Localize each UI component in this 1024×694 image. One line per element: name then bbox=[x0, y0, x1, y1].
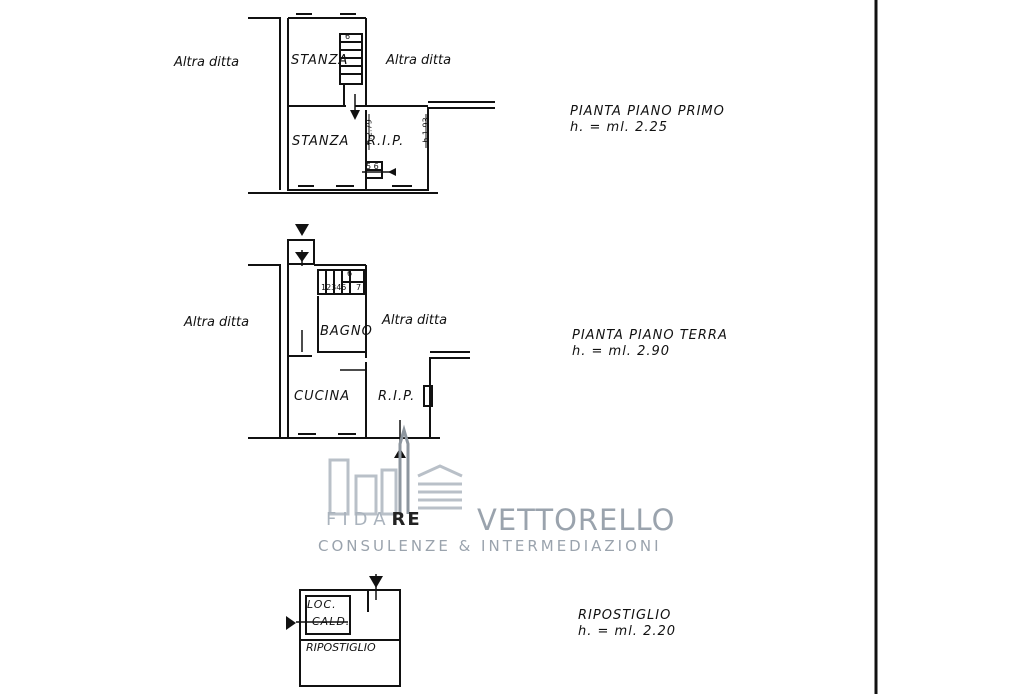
entry-arrow-ripostiglio-left bbox=[286, 616, 296, 630]
room-cucina: CUCINA bbox=[294, 389, 351, 404]
stair-steps-terra: 12345 bbox=[321, 283, 347, 292]
height-piano-primo: h. = ml. 2.25 bbox=[570, 120, 669, 135]
room-ripostiglio: RIPOSTIGLIO bbox=[306, 641, 376, 654]
room-bagno: BAGNO bbox=[320, 324, 373, 339]
entry-arrow-ripostiglio-top bbox=[369, 576, 383, 588]
room-loc: LOC. bbox=[307, 598, 337, 611]
entry-arrow-terra-top bbox=[295, 224, 309, 236]
room-rip-primo: R.I.P. bbox=[367, 134, 405, 149]
entry-arrow-primo bbox=[350, 110, 360, 120]
stair-step-primo: 6 bbox=[345, 32, 351, 41]
neighbor-left-primo: Altra ditta bbox=[174, 55, 240, 70]
stair-step-terra-right: 7 bbox=[356, 283, 362, 292]
watermark-fidare: FIDARE bbox=[326, 509, 422, 530]
stair-step-terra-top: 6 bbox=[347, 269, 353, 278]
stair-step-primo-lower: 5 6 bbox=[366, 162, 379, 171]
plan-primo-walls bbox=[248, 13, 495, 194]
title-ripostiglio: RIPOSTIGLIO bbox=[578, 608, 672, 623]
dimension-b: h.1.93 bbox=[421, 117, 431, 143]
room-rip-terra: R.I.P. bbox=[378, 389, 416, 404]
watermark-tagline: CONSULENZE & INTERMEDIAZIONI bbox=[318, 537, 662, 555]
neighbor-left-terra: Altra ditta bbox=[184, 315, 250, 330]
title-piano-terra: PIANTA PIANO TERRA bbox=[572, 328, 728, 343]
plan-ripostiglio-walls bbox=[299, 589, 401, 687]
room-stanza-upper: STANZA bbox=[291, 53, 349, 68]
dimension-a: h.2.79 bbox=[364, 119, 374, 145]
entry-arrow-primo-rip bbox=[388, 168, 396, 176]
neighbor-right-primo: Altra ditta bbox=[386, 53, 452, 68]
plan-terra-walls bbox=[248, 239, 470, 439]
entry-arrow-terra-main bbox=[295, 252, 309, 262]
watermark-name: VETTORELLO bbox=[477, 503, 676, 537]
room-cald: CALD. bbox=[312, 615, 351, 628]
title-piano-primo: PIANTA PIANO PRIMO bbox=[570, 104, 725, 119]
watermark-logo bbox=[328, 424, 463, 516]
room-stanza-lower: STANZA bbox=[292, 134, 350, 149]
height-piano-terra: h. = ml. 2.90 bbox=[572, 344, 671, 359]
neighbor-right-terra: Altra ditta bbox=[382, 313, 448, 328]
height-ripostiglio: h. = ml. 2.20 bbox=[578, 624, 677, 639]
